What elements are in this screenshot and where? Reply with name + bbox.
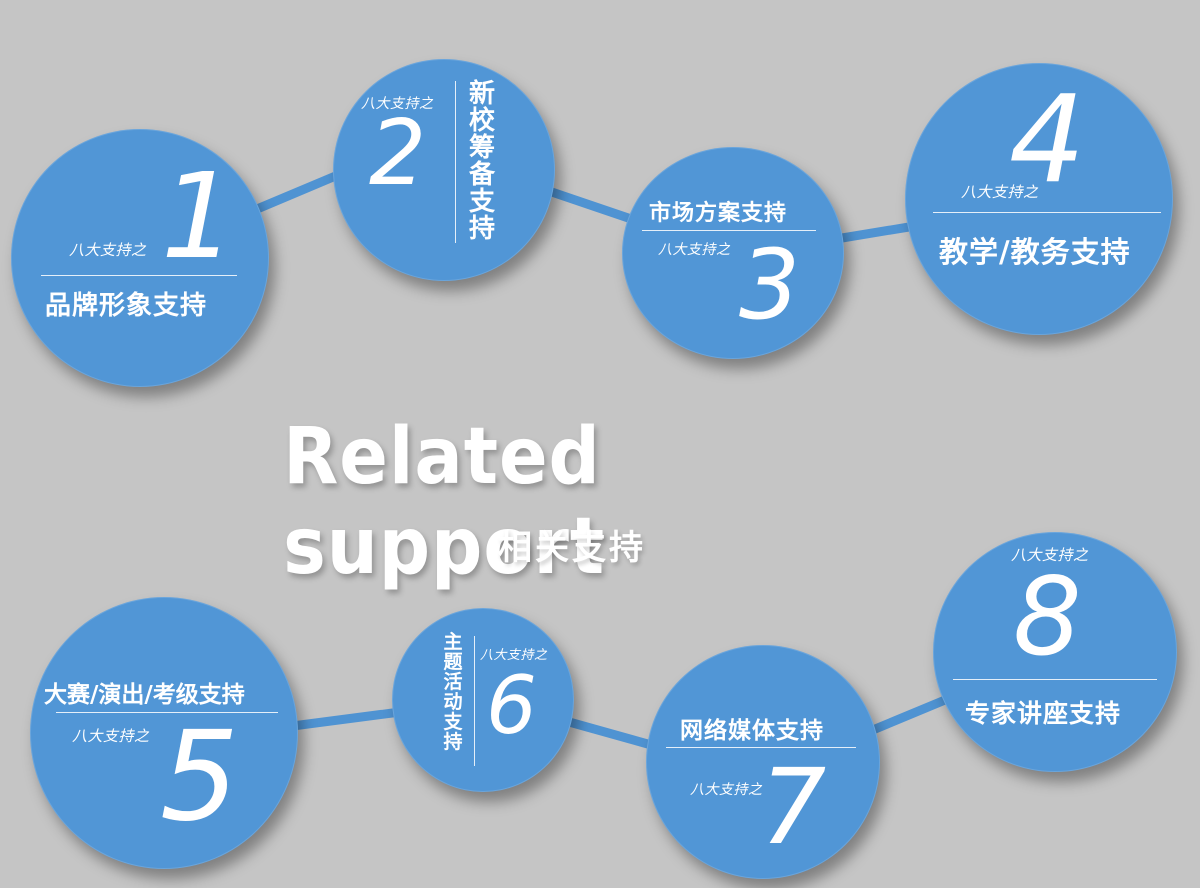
circle-2-number: 2 [369, 101, 427, 206]
circle-4-divider [933, 212, 1161, 213]
circle-8-label: 专家讲座支持 [965, 699, 1122, 728]
connector-3-4 [825, 221, 920, 245]
circle-1-number: 1 [161, 147, 237, 285]
circle-6-prefix: 八大支持之 [480, 648, 548, 663]
circle-3-divider [642, 230, 816, 231]
circle-1-prefix: 八大支持之 [69, 241, 147, 259]
circle-6-divider [474, 636, 475, 766]
circle-4-number: 4 [1009, 71, 1086, 210]
circle-8-prefix: 八大支持之 [1011, 546, 1089, 564]
circle-4-label: 教学/教务支持 [939, 235, 1131, 269]
support-circle-5: 大赛/演出/考级支持 八大支持之 5 [30, 597, 298, 869]
circle-8-divider [953, 679, 1157, 680]
circle-3-prefix: 八大支持之 [658, 242, 731, 258]
connector-5-6 [280, 707, 405, 732]
circle-3-label: 市场方案支持 [649, 201, 788, 226]
heading-english: Related support [283, 412, 606, 592]
circle-2-divider [455, 81, 456, 243]
support-circle-7: 网络媒体支持 八大支持之 7 [646, 645, 880, 879]
circle-7-label: 网络媒体支持 [680, 718, 824, 744]
circle-6-label: 主题活动支持 [443, 631, 463, 753]
circle-7-number: 7 [760, 746, 827, 868]
support-circle-2: 八大支持之 2 新校筹备支持 [333, 59, 555, 281]
circle-1-label: 品牌形象支持 [45, 291, 208, 321]
circle-2-label: 新校筹备支持 [468, 79, 495, 244]
circle-6-number: 6 [486, 659, 537, 752]
circle-5-divider [56, 712, 278, 713]
heading-chinese: 相关支持 [498, 528, 646, 568]
support-circle-6: 主题活动支持 八大支持之 6 [392, 608, 574, 792]
circle-3-number: 3 [739, 229, 801, 341]
circle-2-prefix: 八大支持之 [361, 96, 434, 112]
circle-1-divider [41, 275, 237, 276]
connector-6-7 [557, 715, 667, 753]
connector-2-3 [535, 183, 645, 227]
circle-5-prefix: 八大支持之 [72, 727, 150, 745]
support-circle-3: 市场方案支持 八大支持之 3 [622, 147, 844, 359]
circle-8-number: 8 [1013, 555, 1082, 680]
support-circle-8: 八大支持之 8 专家讲座支持 [933, 532, 1177, 772]
circle-7-divider [666, 747, 856, 748]
circle-5-label: 大赛/演出/考级支持 [44, 682, 245, 708]
connector-1-2 [245, 167, 350, 217]
support-circle-4: 八大支持之 4 教学/教务支持 [905, 63, 1173, 335]
connector-7-8 [863, 695, 950, 737]
circle-5-number: 5 [160, 705, 239, 849]
support-circle-1: 八大支持之 1 品牌形象支持 [11, 129, 269, 387]
circle-7-prefix: 八大支持之 [690, 782, 763, 798]
circle-4-prefix: 八大支持之 [961, 183, 1039, 201]
